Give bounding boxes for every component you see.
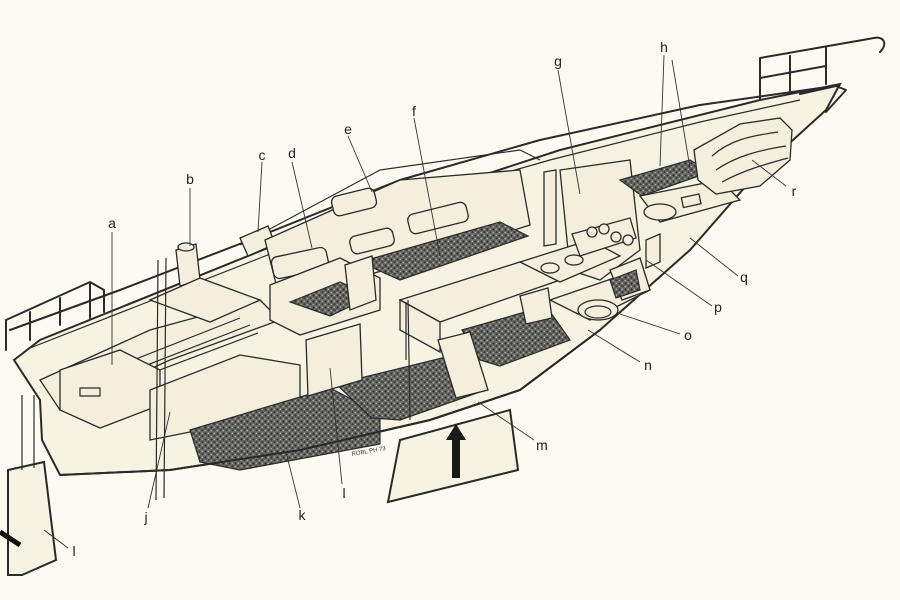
sail-bag-tag: · · · [713,144,723,152]
floor-divider-m [437,331,489,399]
bow-rail [759,36,886,101]
label-p: p [714,299,722,315]
sink-basin [577,299,619,321]
label-m: m [536,437,548,453]
cockpit-coaming [148,277,262,323]
label-g: g [554,53,562,69]
label-a: a [108,215,116,231]
compression-post [407,299,411,421]
label-r: r [792,183,797,199]
keel-arrow [446,424,466,478]
mast-support [543,169,557,247]
rudder [7,460,58,576]
galley-jar-3 [610,231,622,243]
saloon-floor-carpet [334,355,482,421]
saloon-table-back [344,255,377,311]
window-4 [407,201,469,235]
label-h: h [660,39,668,55]
label-d: d [288,145,296,161]
label-e: e [344,121,352,137]
sail-bag-folds [711,131,789,183]
galley-jar-4 [622,234,634,246]
tiller [0,529,22,548]
label-b: b [186,171,194,187]
stern-rail [5,281,105,351]
floor-step-n [519,287,553,325]
toilet-cistern [680,193,702,209]
label-l-rudder: l [72,543,75,559]
label-j: j [143,509,147,525]
forepeak-locker-carpet [609,269,641,299]
label-l-floor: l [342,485,345,501]
label-k: k [299,507,307,523]
saloon-table-leg [399,298,441,354]
galley-jar-2 [598,223,610,235]
coachroof-line [239,149,541,246]
leader-lines [43,54,787,549]
label-f: f [412,103,416,119]
toilet-cabinet [645,233,661,269]
label-c: c [259,147,266,163]
label-n: n [644,357,652,373]
stove-burner-1 [540,262,560,274]
hull-bottom-line [59,329,601,476]
part-labels: a b c d e f g h r q p o n m l k j l [72,39,796,559]
stove-burner-2 [564,254,584,266]
floor-divider-l [305,323,363,397]
toilet-bowl [643,203,677,221]
galley-lockers [571,217,637,257]
saloon-berth-cushion [358,221,530,281]
window-2 [330,187,378,217]
label-o: o [684,327,692,343]
winch-top [177,242,195,252]
sink-basin-inner [584,305,612,319]
locker-handle [79,387,101,397]
bow-stem [799,85,847,113]
backstay-2 [163,257,167,499]
window-3 [349,227,395,255]
label-q: q [740,269,748,285]
backstay [155,259,159,501]
galley-jar-1 [586,226,598,238]
